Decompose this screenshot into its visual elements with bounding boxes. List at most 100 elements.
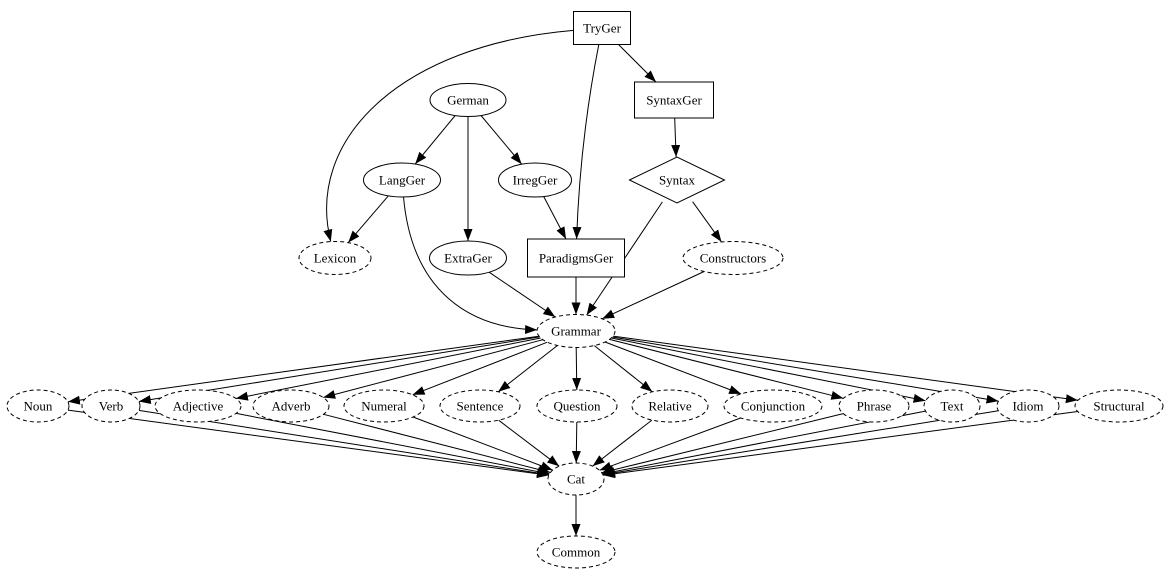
node-label-Text: Text: [941, 399, 964, 414]
node-label-German: German: [447, 93, 489, 108]
edge-Grammar-Structural: [613, 335, 1078, 404]
node-Common: Common: [536, 535, 616, 569]
edge-Grammar-Conjunction: [604, 341, 742, 395]
node-Text: Text: [923, 389, 981, 423]
node-label-Verb: Verb: [99, 399, 124, 414]
edge-Phrase-Cat: [601, 413, 844, 475]
node-label-Adjective: Adjective: [173, 399, 224, 414]
node-TryGer: TryGer: [573, 11, 631, 45]
edge-German-IrregGer: [480, 115, 523, 165]
node-shape-Conjunction: [723, 389, 823, 423]
edge-Idiom-Cat: [602, 410, 999, 478]
edge-Grammar-Sentence: [497, 345, 558, 393]
edge-Grammar-Numeral: [412, 341, 548, 396]
node-shape-Common: [536, 535, 616, 569]
edge-Grammar-Adverb: [323, 339, 544, 399]
edge-TryGer-Lexicon: [323, 29, 574, 242]
node-shape-Lexicon: [298, 241, 372, 275]
node-shape-German: [429, 83, 507, 117]
node-shape-Structural: [1074, 389, 1164, 423]
node-Conjunction: Conjunction: [723, 389, 823, 423]
node-Adverb: Adverb: [252, 389, 330, 423]
node-Relative: Relative: [631, 389, 709, 423]
node-label-SyntaxGer: SyntaxGer: [646, 93, 702, 108]
node-label-Structural: Structural: [1093, 399, 1145, 414]
edge-TryGer-ParadigmsGer: [572, 44, 600, 240]
edge-Noun-Cat: [67, 409, 549, 479]
node-shape-Phrase: [838, 389, 910, 423]
node-label-Cat: Cat: [567, 472, 585, 487]
node-Cat: Cat: [547, 462, 605, 496]
edge-Grammar-Noun: [67, 335, 540, 405]
node-Verb: Verb: [81, 389, 141, 423]
node-Sentence: Sentence: [439, 389, 521, 423]
edge-Question-Cat: [571, 421, 581, 464]
node-label-Relative: Relative: [648, 399, 692, 414]
node-shape-Noun: [6, 389, 70, 423]
node-label-Syntax: Syntax: [659, 173, 696, 188]
edge-Grammar-Question: [572, 347, 582, 391]
edge-Grammar-Relative: [593, 345, 653, 393]
node-label-Adverb: Adverb: [272, 399, 311, 414]
edge-SyntaxGer-Syntax: [671, 117, 681, 158]
node-Constructors: Constructors: [682, 241, 784, 275]
node-shape-Syntax: [628, 156, 726, 204]
node-Phrase: Phrase: [838, 389, 910, 423]
node-label-Sentence: Sentence: [457, 399, 504, 414]
node-label-Phrase: Phrase: [857, 399, 892, 414]
node-Question: Question: [536, 389, 618, 423]
node-label-TryGer: TryGer: [583, 21, 621, 36]
node-label-ExtraGer: ExtraGer: [444, 251, 492, 266]
edge-Syntax-Constructors: [692, 201, 722, 243]
node-label-LangGer: LangGer: [379, 173, 426, 188]
node-SyntaxGer: SyntaxGer: [634, 81, 714, 119]
node-Syntax: Syntax: [628, 156, 726, 204]
node-label-Grammar: Grammar: [551, 324, 601, 339]
edge-Numeral-Cat: [412, 416, 553, 471]
node-shape-SyntaxGer: [634, 81, 714, 119]
node-shape-IrregGer: [498, 162, 572, 198]
node-label-Common: Common: [552, 545, 601, 560]
node-IrregGer: IrregGer: [498, 162, 572, 198]
node-Adjective: Adjective: [154, 389, 242, 423]
node-shape-Adjective: [154, 389, 242, 423]
node-Noun: Noun: [6, 389, 70, 423]
node-label-Conjunction: Conjunction: [741, 399, 806, 414]
edge-Adverb-Cat: [323, 413, 551, 474]
node-label-ParadigmsGer: ParadigmsGer: [539, 251, 614, 266]
edge-LangGer-Grammar: [403, 196, 538, 335]
edge-Grammar-Idiom: [612, 336, 999, 404]
node-label-IrregGer: IrregGer: [513, 173, 558, 188]
node-Lexicon: Lexicon: [298, 241, 372, 275]
edge-Constructors-Grammar: [601, 271, 705, 320]
edge-IrregGer-ParadigmsGer: [543, 196, 567, 240]
node-LangGer: LangGer: [363, 162, 441, 198]
node-shape-Sentence: [439, 389, 521, 423]
node-shape-Question: [536, 389, 618, 423]
edge-Conjunction-Cat: [599, 417, 741, 471]
node-shape-Numeral: [343, 389, 425, 423]
node-Idiom: Idiom: [996, 389, 1060, 423]
node-shape-ParadigmsGer: [527, 238, 625, 278]
edge-Sentence-Cat: [498, 419, 560, 467]
node-Numeral: Numeral: [343, 389, 425, 423]
edge-LangGer-Lexicon: [347, 195, 389, 243]
node-shape-ExtraGer: [429, 240, 507, 276]
edge-Grammar-Adjective: [235, 337, 541, 401]
node-shape-Verb: [81, 389, 141, 423]
node-shape-Grammar: [536, 314, 616, 348]
node-label-Question: Question: [554, 399, 601, 414]
node-shape-Adverb: [252, 389, 330, 423]
edge-ExtraGer-Grammar: [488, 271, 556, 318]
node-label-Numeral: Numeral: [361, 399, 407, 414]
node-shape-Cat: [547, 462, 605, 496]
node-label-Lexicon: Lexicon: [314, 251, 357, 266]
node-Structural: Structural: [1074, 389, 1164, 423]
edge-Adjective-Cat: [236, 412, 550, 477]
node-shape-TryGer: [573, 11, 631, 45]
node-Grammar: Grammar: [536, 314, 616, 348]
node-label-Constructors: Constructors: [700, 251, 766, 266]
node-shape-Relative: [631, 389, 709, 423]
